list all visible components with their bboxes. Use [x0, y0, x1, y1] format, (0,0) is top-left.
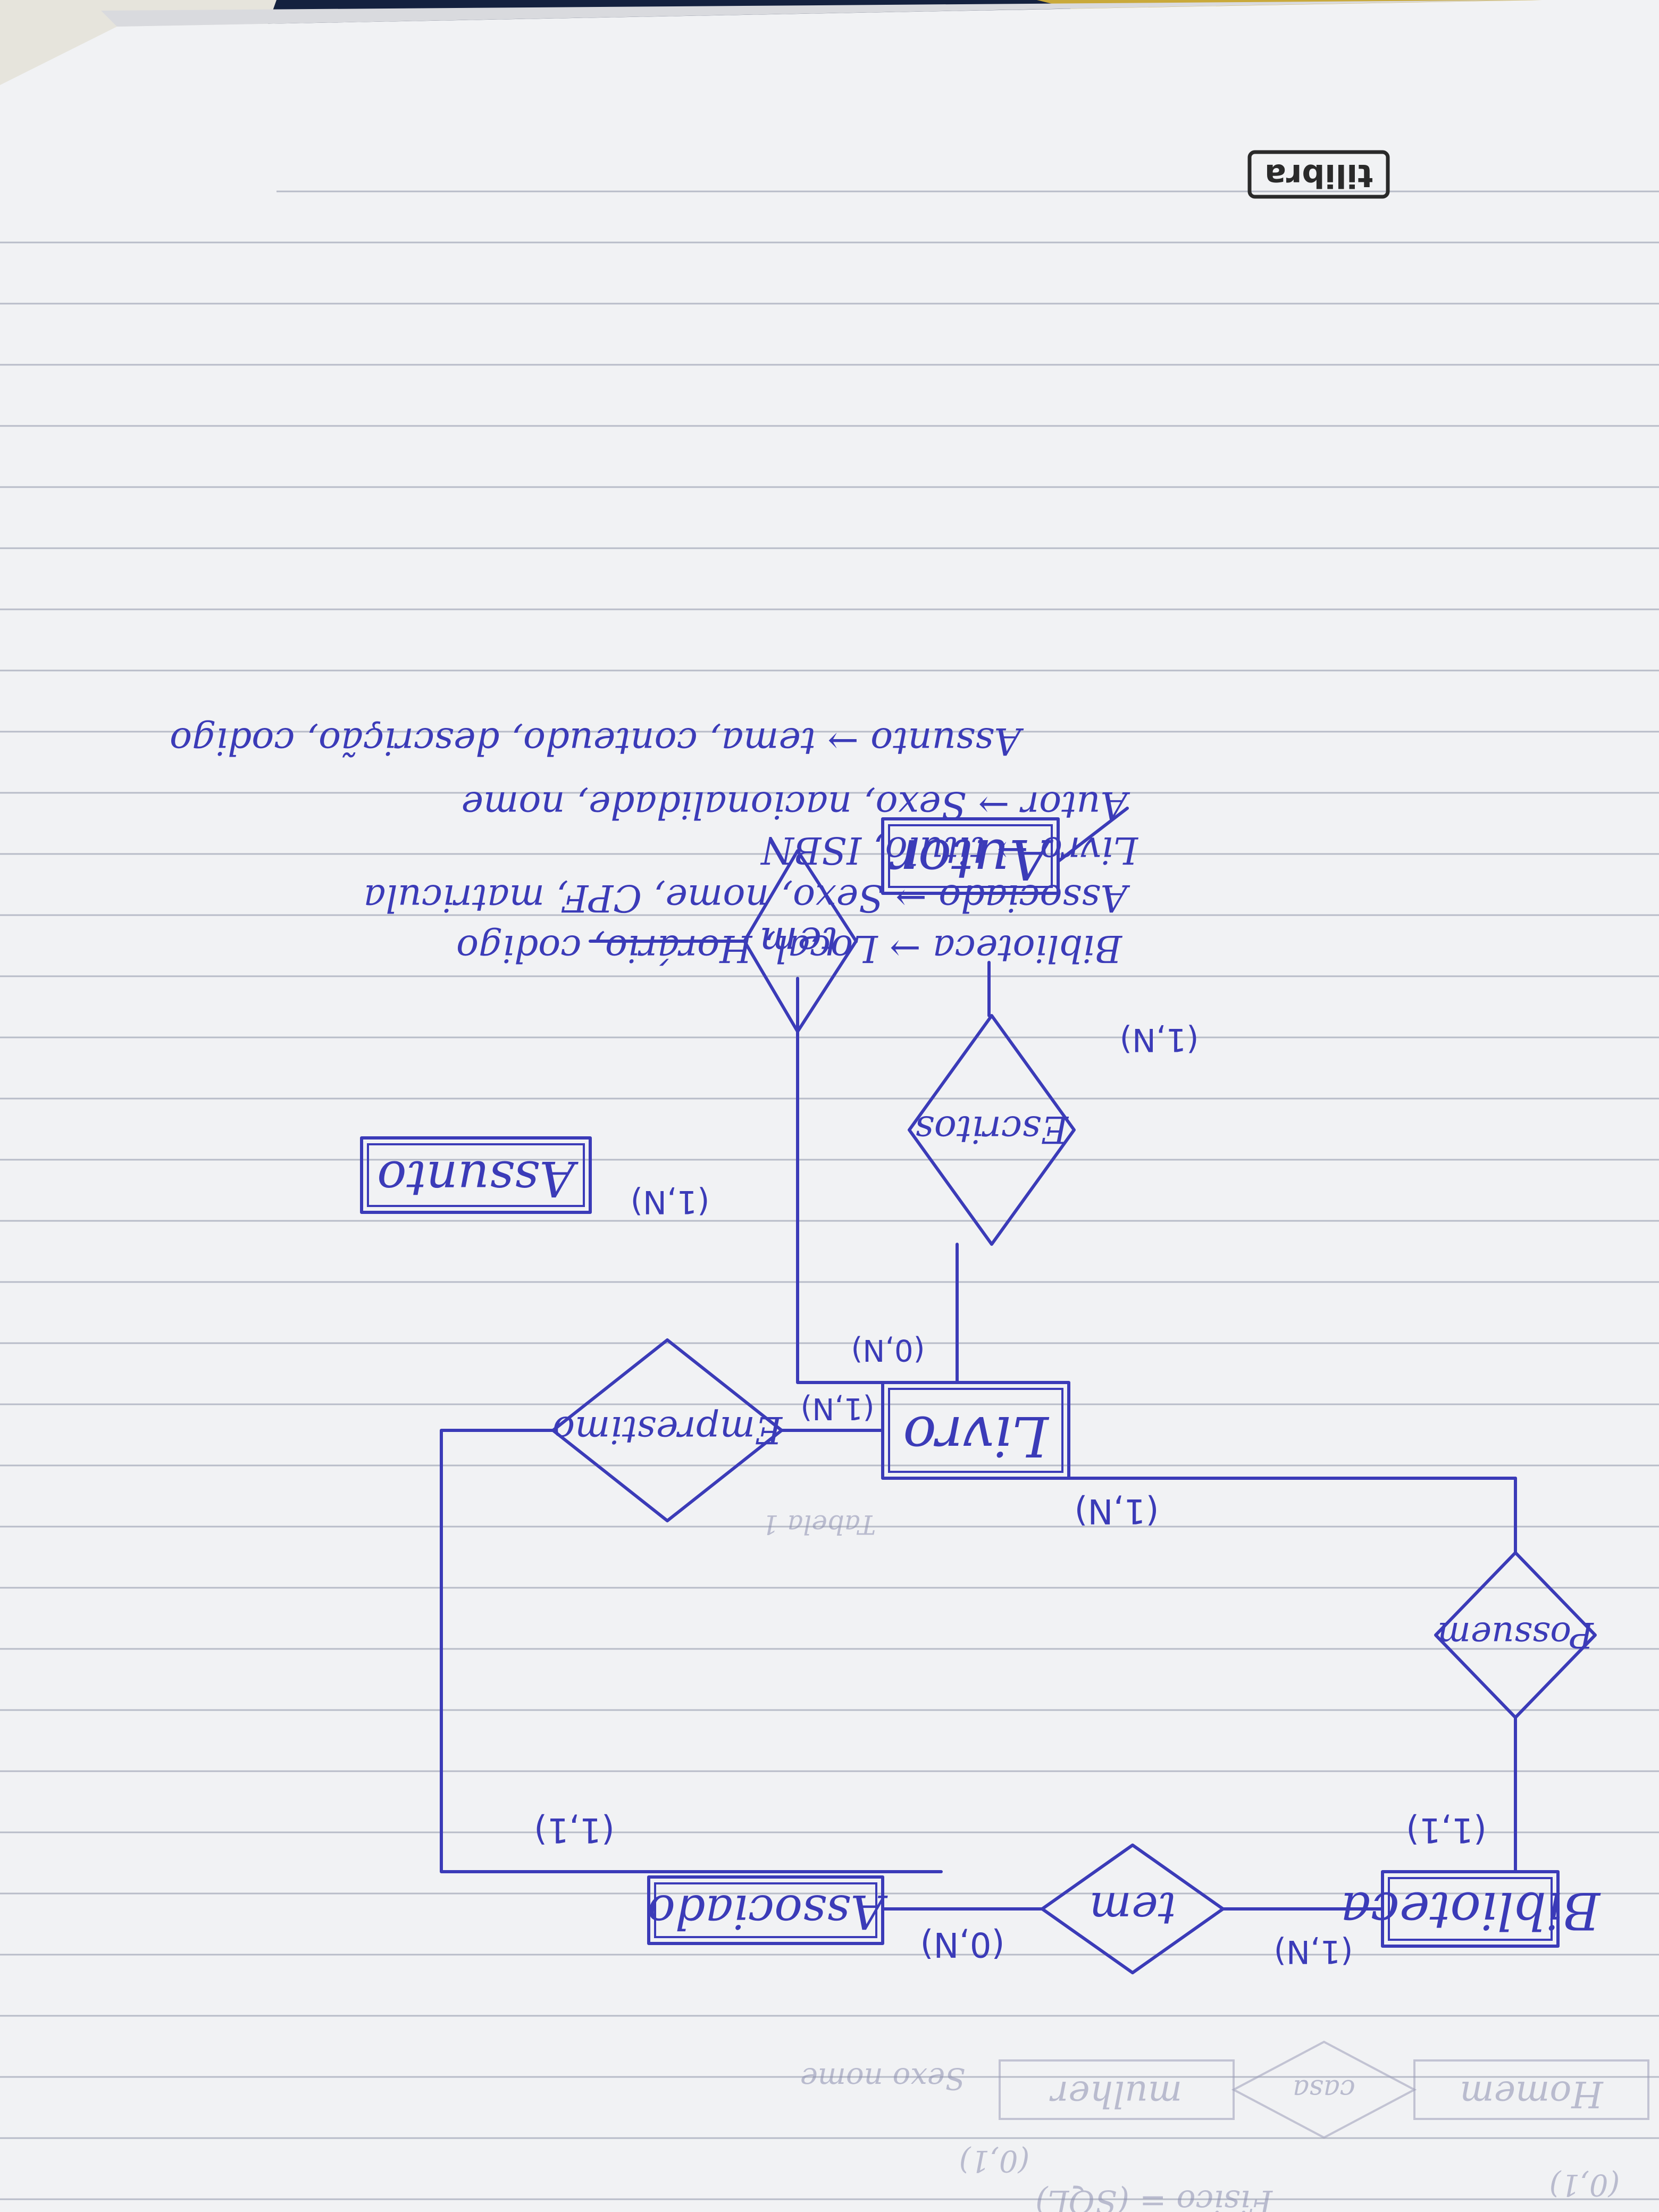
relationship-escritos-label: Escritos [915, 1108, 1069, 1151]
relationship-tem-livro-assunto: tem [743, 849, 858, 1033]
page-edge [101, 0, 1531, 27]
entity-autor: Autor [881, 817, 1060, 895]
entity-associado: Associado [647, 1875, 888, 1945]
cardinalities: (1,N) (1,1) (0,N) (1,1) (1,N) (1,N) (0,N… [534, 1021, 1487, 1970]
card-livro-escritos: (0,N) [851, 1333, 925, 1367]
relationship-tem-biblioteca-associado: tem [1041, 1844, 1225, 1974]
attr-livro: Livro → titulo, ISBN [760, 828, 1139, 872]
entity-biblioteca: Biblioteca [1340, 1870, 1601, 1948]
entity-assunto: Assunto [360, 1136, 592, 1214]
relationship-possuem: Possuem [1434, 1551, 1597, 1719]
brand-logo: tilibra [1247, 150, 1390, 199]
ghost-writing: Homem mulher casa (0,1) (0,1) Sexo nome … [762, 1509, 1649, 2212]
attribute-notes: Biblioteca → Local, Horário, codigo Asso… [170, 719, 1139, 970]
entity-autor-label: Autor [889, 827, 1053, 892]
entity-biblioteca-label: Biblioteca [1340, 1881, 1601, 1940]
relationship-possuem-label: Possuem [1437, 1614, 1594, 1655]
er-connectors [440, 807, 1517, 1911]
card-biblioteca-possuem: (1,1) [1406, 1810, 1487, 1849]
entity-livro-label: Livro [903, 1404, 1049, 1469]
entity-associado-label: Associado [647, 1884, 888, 1939]
ghost-entity-homem: Homem [1460, 2073, 1604, 2115]
ghost-relation-casa: casa [1293, 2073, 1355, 2105]
ghost-formula: Fisico = (SQL) [1035, 2183, 1273, 2212]
relationship-emprestimo-label: Emprestimo [552, 1408, 783, 1452]
relationship-tem-1-label: tem [1089, 1882, 1176, 1934]
relationship-tem-2-label: tem [759, 918, 838, 966]
card-assunto-tem: (1,N) [631, 1183, 710, 1220]
entity-livro: Livro [881, 1381, 1070, 1480]
attr-autor: Autor → Sexo, nacionalidade, nome [462, 783, 1130, 827]
card-associado-tem: (0,N) [920, 1924, 1005, 1964]
entity-assunto-label: Assunto [377, 1150, 579, 1207]
ruled-lines [0, 190, 1659, 2200]
card-livro-possuem: (1,N) [1075, 1491, 1159, 1530]
ghost-card-2: (0,1) [959, 2143, 1030, 2178]
brand-text: tilibra [1264, 157, 1372, 194]
ghost-card-1: (0,1) [1549, 2167, 1620, 2202]
ghost-attrs: Sexo nome [800, 2061, 966, 2096]
relationship-escritos: Escritos [908, 1014, 1076, 1246]
ghost-entity-mulher: mulher [1049, 2073, 1182, 2115]
attr-assunto: Assunto → tema, conteudo, descrição, cod… [170, 719, 1024, 763]
attr-biblioteca: Biblioteca → Local, Horário, codigo [456, 927, 1123, 970]
card-autor-escritos: (1,N) [1120, 1021, 1199, 1058]
relationship-emprestimo: Emprestimo [551, 1338, 783, 1522]
card-biblioteca-tem: (1,N) [1274, 1933, 1353, 1970]
card-associado-emprestimo: (1,1) [534, 1810, 615, 1849]
card-livro-emprestimo: (1,N) [800, 1391, 874, 1426]
ghost-note: Tabela 1 [762, 1509, 876, 1540]
attr-associado: Associado → Sexo, nome, CPF, matricula [364, 876, 1130, 920]
